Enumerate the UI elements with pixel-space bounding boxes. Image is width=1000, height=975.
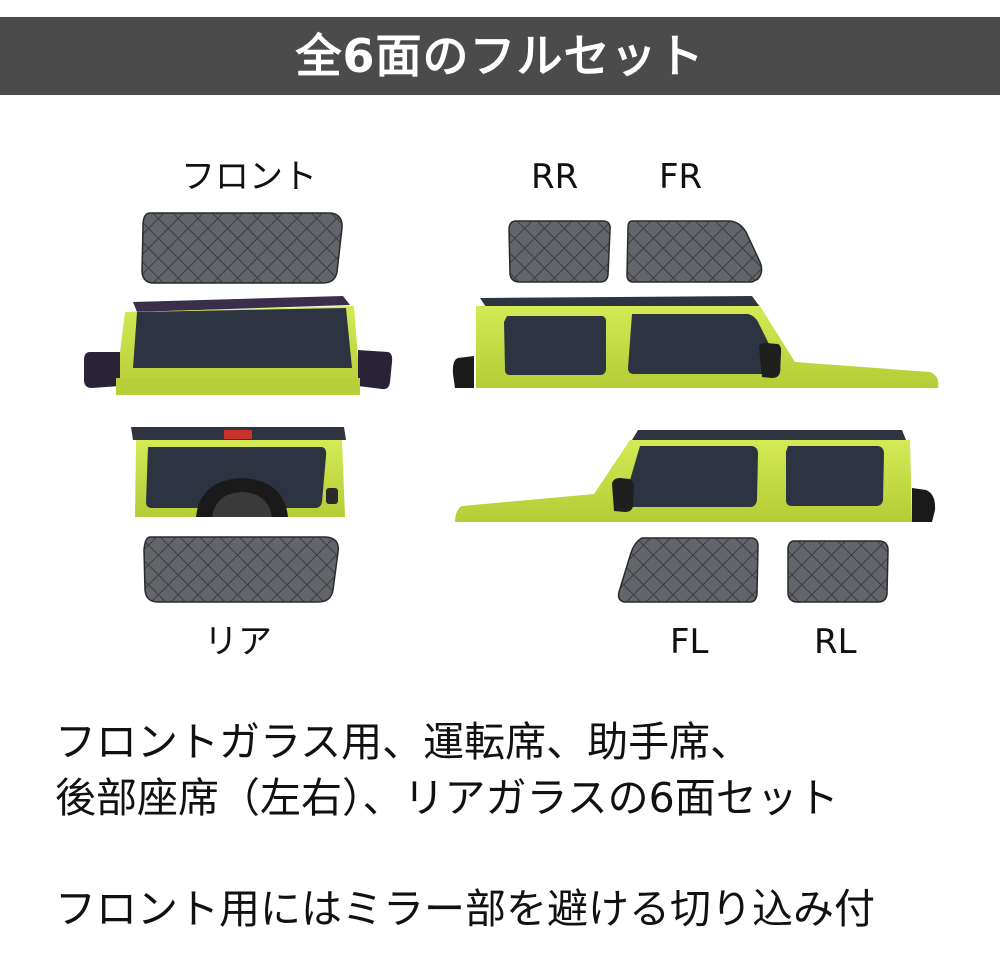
caption-line-2: 後部座席（左右）、リアガラスの6面セット [55,774,839,822]
rear-shade [143,536,339,603]
rl-shade [787,540,889,603]
rear-car-view [131,427,346,517]
rr-shade [508,220,611,283]
label-rear: リア [204,622,272,662]
left-side-car-view [455,430,936,522]
caption-line-3: フロント用にはミラー部を避ける切り込み付 [55,885,875,933]
fr-shade [626,220,763,283]
label-fr: FR [659,157,703,197]
label-rl: RL [814,622,857,662]
caption-line-1: フロントガラス用、運転席、助手席、 [55,718,752,766]
label-rr: RR [531,157,579,197]
banner-title: 全6面のフルセット [295,29,705,83]
fl-shade [617,537,759,603]
title-banner: 全6面のフルセット [0,17,1000,95]
label-fl: FL [670,622,709,662]
front-shade [141,212,343,284]
label-front: フロント [181,157,317,197]
right-side-car-view [452,296,939,388]
front-car-view [84,296,393,395]
